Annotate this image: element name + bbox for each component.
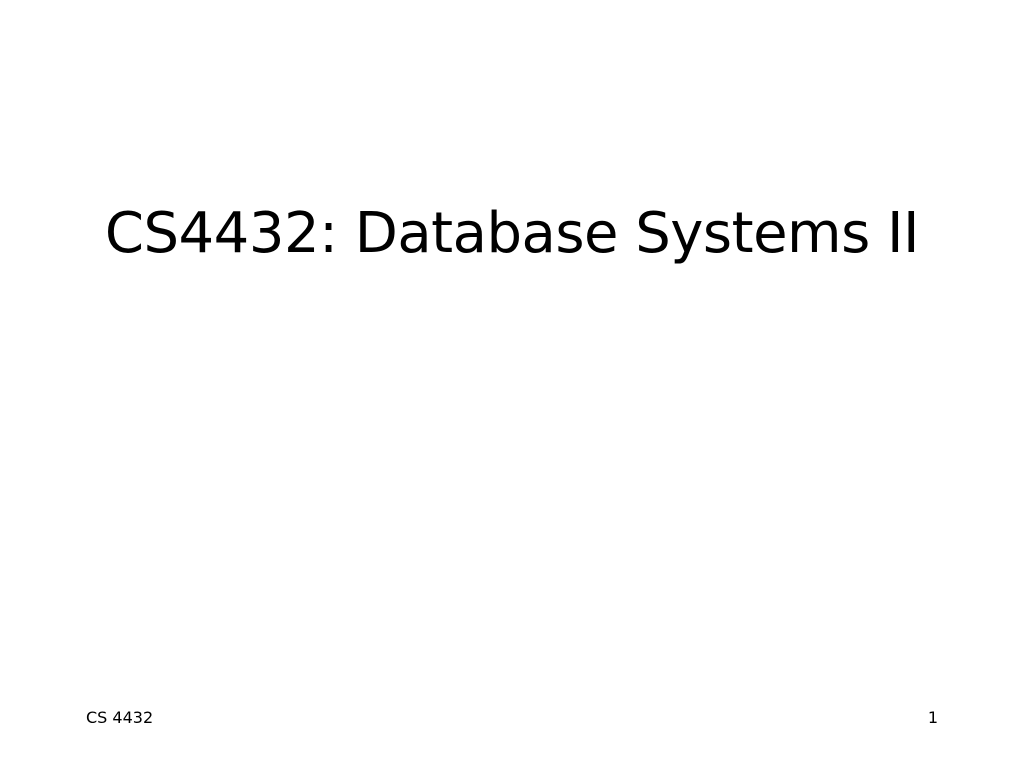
footer-course-label: CS 4432 — [86, 708, 154, 727]
slide-number: 1 — [927, 708, 938, 727]
slide-title: CS4432: Database Systems II — [104, 201, 920, 266]
